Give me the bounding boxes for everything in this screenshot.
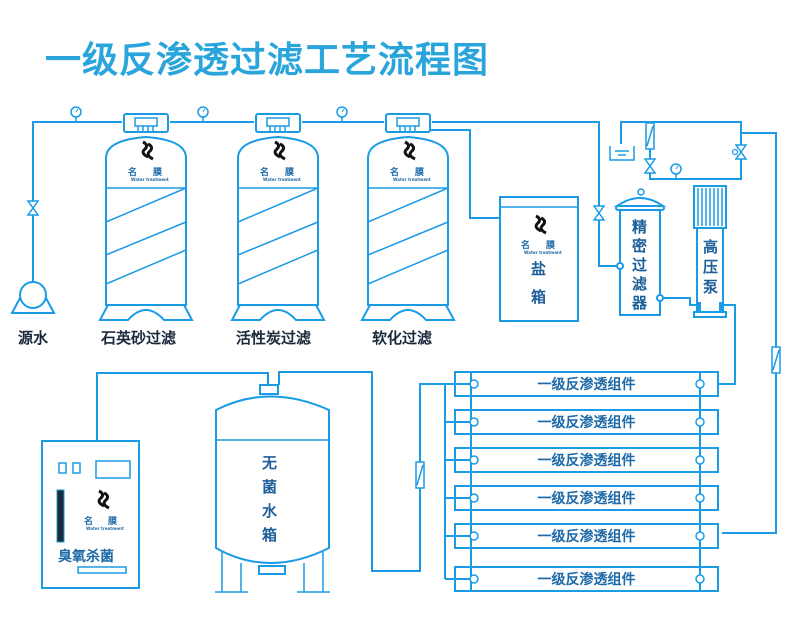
pipe-ro-to-sterile-tank: [278, 371, 445, 572]
logo-name-left: 名: [128, 166, 137, 178]
ozone-sterilizer-label: 臭氧杀菌: [58, 548, 114, 565]
pump-char: 压: [703, 258, 718, 276]
logo-name-right: 膜: [545, 239, 556, 251]
ro-module: 一级反渗透组件: [445, 485, 719, 511]
ro-inlet-port-icon: [469, 531, 479, 541]
ro-outlet-port-icon: [695, 493, 705, 503]
ro-module: 一级反渗透组件: [445, 371, 719, 397]
pipe-precision-to-pump: [663, 297, 697, 306]
quartz-sand-filter-tank: 名 膜 Water treatment: [98, 113, 194, 321]
valve-handle-icon: [731, 148, 739, 156]
pipe-softener-to-salt-tank: [420, 129, 500, 219]
ro-module: 一级反渗透组件: [445, 523, 719, 549]
precision-filter-char: 滤: [632, 275, 647, 293]
pressure-gauge-icon: [70, 106, 82, 123]
pipe-source-to-quartz: [32, 121, 122, 285]
precision-filter-char: 过: [632, 256, 647, 274]
ro-module-label: 一级反渗透组件: [538, 490, 636, 507]
quartz-sand-filter-label: 石英砂过滤: [100, 329, 176, 347]
ozone-sterilizer: 名 膜 Water treatment 臭氧杀菌: [41, 440, 140, 589]
high-pressure-pump: 高 压 泵: [693, 185, 727, 318]
ro-module-housing: [454, 371, 719, 397]
activated-carbon-filter-label: 活性炭过滤: [236, 329, 311, 347]
precision-filter-char: 密: [632, 237, 647, 255]
logo-name-left: 名: [521, 239, 530, 251]
pipe-softener-to-precision: [432, 121, 619, 267]
sterile-tank-char: 箱: [262, 526, 277, 544]
ro-module-housing: [454, 523, 719, 549]
logo-subtitle: Water treatment: [263, 177, 301, 182]
ro-module-label: 一级反渗透组件: [538, 414, 636, 431]
logo-name-left: 名: [260, 166, 269, 178]
salt-tank-label-1: 盐: [531, 260, 546, 278]
logo-subtitle: Water treatment: [393, 177, 431, 182]
ro-outlet-port-icon: [695, 417, 705, 427]
valve-icon: [27, 200, 39, 216]
valve-icon: [644, 158, 656, 174]
logo-name-right: 膜: [152, 166, 163, 178]
sterile-tank-char: 水: [262, 502, 278, 520]
ro-module-label: 一级反渗透组件: [538, 452, 636, 469]
salt-tank-label-2: 箱: [531, 288, 546, 306]
ro-module: 一级反渗透组件: [445, 566, 719, 592]
precision-filter-char: 器: [631, 294, 648, 312]
ro-inlet-port-icon: [469, 574, 479, 584]
logo-subtitle: Water treatment: [131, 177, 169, 182]
logo-name-right: 膜: [107, 515, 118, 527]
logo-name-left: 名: [390, 166, 399, 178]
logo-name-left: 名: [84, 515, 93, 527]
flowmeter-icon: [771, 346, 781, 374]
pressure-gauge-icon: [670, 163, 682, 180]
precision-filter: 精 密 过 滤 器: [613, 188, 667, 316]
pump-char: 泵: [703, 278, 718, 296]
ro-outlet-port-icon: [695, 574, 705, 584]
source-water-label: 源水: [18, 329, 49, 347]
ro-module-array: 一级反渗透组件一级反渗透组件一级反渗透组件一级反渗透组件一级反渗透组件一级反渗透…: [444, 371, 719, 592]
ro-module-label: 一级反渗透组件: [538, 571, 636, 588]
sterile-tank-char: 菌: [262, 478, 277, 496]
pipe-concentrate-out: [722, 132, 777, 534]
ro-outlet-port-icon: [695, 379, 705, 389]
ro-module: 一级反渗透组件: [445, 447, 719, 473]
sterile-tank-char: 无: [261, 454, 277, 472]
ro-module-housing: [454, 409, 719, 435]
softening-filter-label: 软化过滤: [372, 329, 432, 347]
ro-module-label: 一级反渗透组件: [538, 528, 636, 545]
page-title: 一级反渗透过滤工艺流程图: [45, 40, 489, 81]
flowmeter-icon: [645, 122, 655, 150]
ro-module-label: 一级反渗透组件: [538, 376, 636, 393]
ro-outlet-port-icon: [695, 455, 705, 465]
logo-subtitle: Water treatment: [524, 250, 562, 255]
flowmeter-icon: [415, 461, 425, 489]
pump-icon: [10, 281, 56, 314]
drain-tank-icon: [609, 146, 635, 161]
ro-inlet-port-icon: [469, 493, 479, 503]
ro-inlet-port-icon: [469, 417, 479, 427]
precision-filter-char: 精: [632, 218, 647, 236]
pipe-pump-to-ro: [718, 304, 736, 385]
salt-tank: 名 膜 Water treatment 盐 箱: [499, 196, 579, 322]
ro-module: 一级反渗透组件: [445, 409, 719, 435]
logo-subtitle: Water treatment: [86, 526, 124, 531]
pump-char: 高: [703, 238, 718, 256]
ro-inlet-port-icon: [469, 379, 479, 389]
ro-inlet-port-icon: [469, 455, 479, 465]
pressure-gauge-icon: [197, 106, 209, 123]
softening-filter-tank: 名 膜 Water treatment: [360, 113, 456, 321]
ro-outlet-port-icon: [695, 531, 705, 541]
pipe-tank-to-ozone: [96, 372, 269, 441]
activated-carbon-filter-tank: 名 膜 Water treatment: [230, 113, 326, 321]
logo-name-right: 膜: [414, 166, 425, 178]
logo-name-right: 膜: [284, 166, 295, 178]
valve-icon: [593, 205, 605, 221]
sterile-water-tank: 无 菌 水 箱: [215, 384, 330, 593]
pressure-gauge-icon: [336, 106, 348, 123]
